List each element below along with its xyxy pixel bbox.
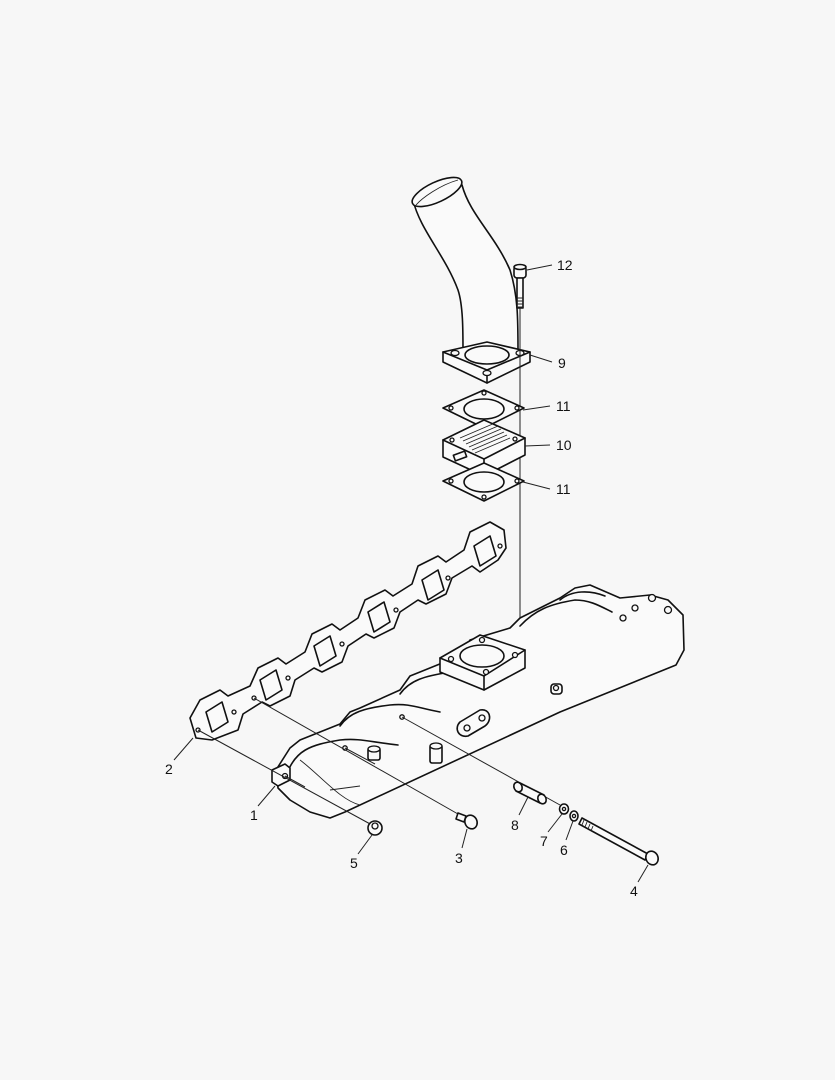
exhaust-manifold <box>271 584 685 819</box>
washer-7 <box>558 803 570 815</box>
flange-bolt <box>455 812 478 830</box>
callout-10: 10 <box>556 437 572 453</box>
nut <box>367 820 383 836</box>
washer-6 <box>569 810 579 822</box>
callout-6: 6 <box>560 842 568 858</box>
callout-11-lower: 11 <box>556 481 571 497</box>
elbow-pipe <box>411 176 531 384</box>
callout-12: 12 <box>557 257 573 273</box>
callout-11-upper: 11 <box>556 398 571 414</box>
heater-block <box>442 419 526 477</box>
callout-7: 7 <box>540 833 548 849</box>
callout-1: 1 <box>250 807 258 823</box>
callout-5: 5 <box>350 855 358 871</box>
spacer-sleeve <box>513 781 547 805</box>
callout-2: 2 <box>165 761 173 777</box>
callout-3: 3 <box>455 850 463 866</box>
heater-gasket-upper <box>442 389 525 429</box>
callout-9: 9 <box>558 355 566 371</box>
heater-gasket-lower <box>442 462 525 502</box>
callout-8: 8 <box>511 817 519 833</box>
callout-leaders <box>173 264 649 883</box>
manifold-gasket <box>189 521 507 741</box>
callout-4: 4 <box>630 883 638 899</box>
long-bolt <box>578 817 659 866</box>
